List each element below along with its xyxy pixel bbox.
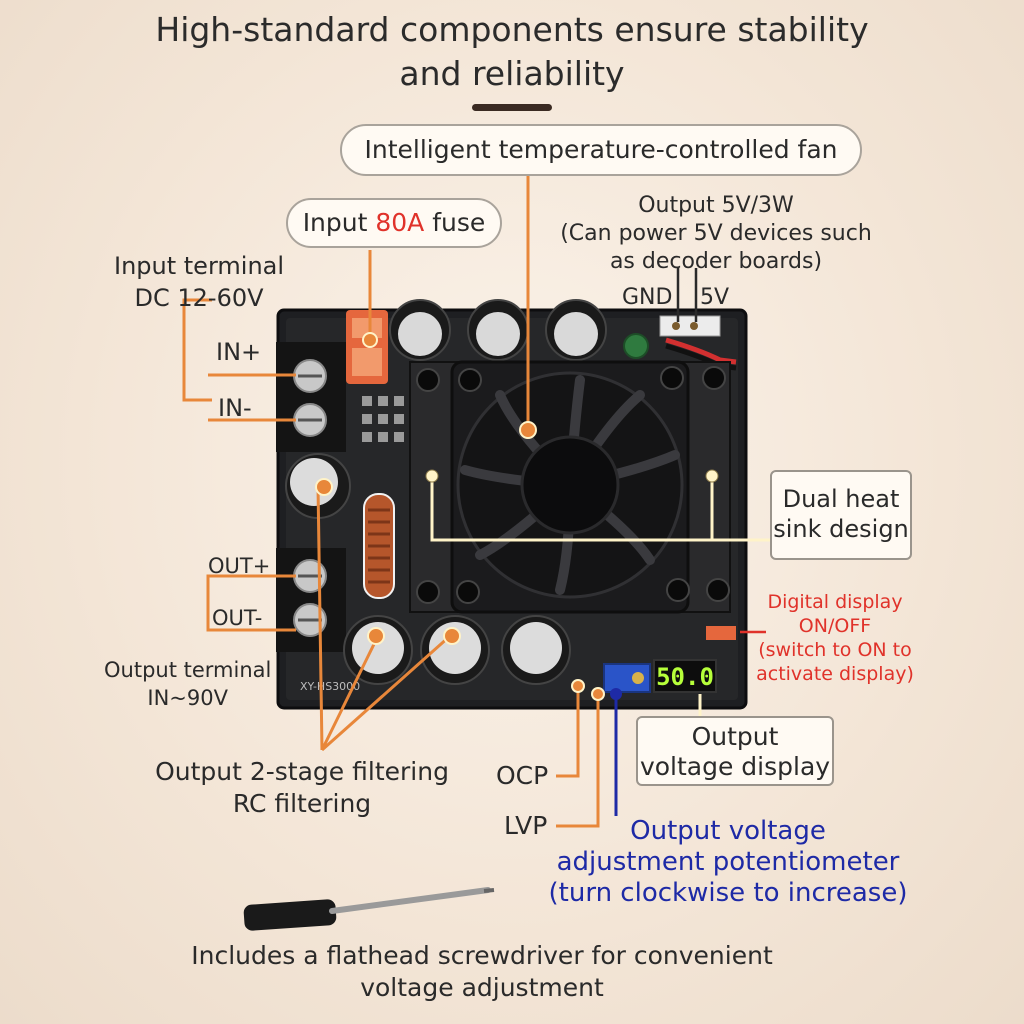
screwdriver-caption: Includes a flathead screwdriver for conv… — [0, 940, 964, 1004]
title-line-1: High-standard components ensure stabilit… — [155, 10, 869, 49]
heat-sink-callout-line-1: Dual heat — [782, 485, 900, 513]
fuse-callout-prefix: Input — [302, 208, 376, 237]
output-terminal-block — [276, 548, 346, 652]
in-plus-label: IN+ — [216, 338, 262, 366]
gnd-label: GND — [622, 285, 673, 310]
input-terminal-label: Input terminal DC 12-60V — [114, 250, 284, 314]
heat-sink-callout-line — [430, 474, 714, 542]
cooling-fan — [416, 360, 730, 614]
voltage-potentiometer — [603, 663, 651, 693]
input-terminal-label-line-1: Input terminal — [114, 252, 285, 280]
fan-callout: Intelligent temperature-controlled fan — [340, 124, 862, 176]
output-voltage-display-line-2: voltage display — [639, 752, 831, 781]
output-5v-label-line-1: Output 5V/3W — [638, 193, 794, 218]
digital-display-label: Digital display ON/OFF (switch to ON to … — [750, 590, 920, 686]
output-5v-label-line-3: as decoder boards) — [609, 249, 823, 274]
voltage-display-reading: 50.0 — [656, 663, 714, 691]
potentiometer-label-line-3: (turn clockwise to increase) — [548, 878, 908, 908]
screwdriver-illustration — [243, 887, 495, 931]
lvp-label: LVP — [504, 811, 548, 840]
page-title: High-standard components ensure stabilit… — [0, 8, 1024, 96]
digital-display-label-line-4: activate display) — [756, 663, 914, 685]
voltage-display — [653, 659, 717, 693]
in-minus-label: IN- — [218, 394, 252, 422]
output-capacitors — [343, 615, 571, 685]
heat-sink-callout-line-2: sink design — [773, 515, 909, 543]
in-terminal-bracket-line — [182, 298, 212, 402]
input-terminal-label-line-2: DC 12-60V — [134, 284, 264, 312]
out-minus-label: OUT- — [212, 606, 263, 630]
filtering-label-line-1: Output 2-stage filtering — [155, 757, 449, 786]
title-line-2: and reliability — [399, 54, 625, 93]
ocp-label: OCP — [496, 761, 549, 790]
fan-callout-text: Intelligent temperature-controlled fan — [364, 135, 838, 164]
screwdriver-caption-line-1: Includes a flathead screwdriver for conv… — [191, 941, 773, 970]
output-voltage-display-callout: Output voltage display — [636, 716, 834, 786]
fuse-callout-highlight: 80A — [375, 208, 425, 237]
ocp-callout-line — [556, 690, 580, 778]
output-terminal-label-line-2: IN~90V — [147, 686, 228, 710]
digital-display-label-line-1: Digital display — [767, 591, 903, 613]
filtering-label-line-2: RC filtering — [232, 789, 372, 818]
heat-sink-callout: Dual heat sink design — [770, 470, 912, 560]
small-capacitor — [623, 333, 649, 359]
screwdriver-caption-line-2: voltage adjustment — [360, 973, 604, 1002]
5v-output-connector — [659, 315, 737, 371]
display-dip-switch — [706, 626, 736, 640]
digital-display-label-line-3: (switch to ON to — [758, 639, 912, 661]
output-5v-label: Output 5V/3W (Can power 5V devices such … — [560, 192, 872, 276]
5v-label: 5V — [700, 285, 730, 310]
input-terminal-block — [276, 342, 346, 452]
fuse-callout: Input 80A fuse — [286, 198, 502, 248]
output-terminal-label-line-1: Output terminal — [104, 658, 272, 682]
potentiometer-label-line-2: adjustment potentiometer — [556, 847, 900, 877]
fuse-callout-suffix: fuse — [424, 208, 486, 237]
top-capacitors — [389, 299, 607, 361]
output-5v-label-line-2: (Can power 5V devices such — [560, 221, 872, 246]
digital-display-label-line-2: ON/OFF — [798, 615, 872, 637]
title-underline — [472, 104, 552, 111]
board-model-text: XY-HS3000 — [300, 680, 360, 693]
filtering-callout-lines — [316, 485, 451, 752]
potentiometer-label-line-1: Output voltage — [630, 816, 826, 846]
output-terminal-label: Output terminal IN~90V — [104, 656, 271, 712]
out-plus-label: OUT+ — [208, 554, 271, 578]
filtering-label: Output 2-stage filtering RC filtering — [146, 756, 458, 820]
output-voltage-display-line-1: Output — [691, 722, 779, 751]
mosfet-pads — [362, 396, 404, 442]
lvp-callout-line — [556, 696, 600, 828]
potentiometer-label: Output voltage adjustment potentiometer … — [548, 816, 908, 909]
